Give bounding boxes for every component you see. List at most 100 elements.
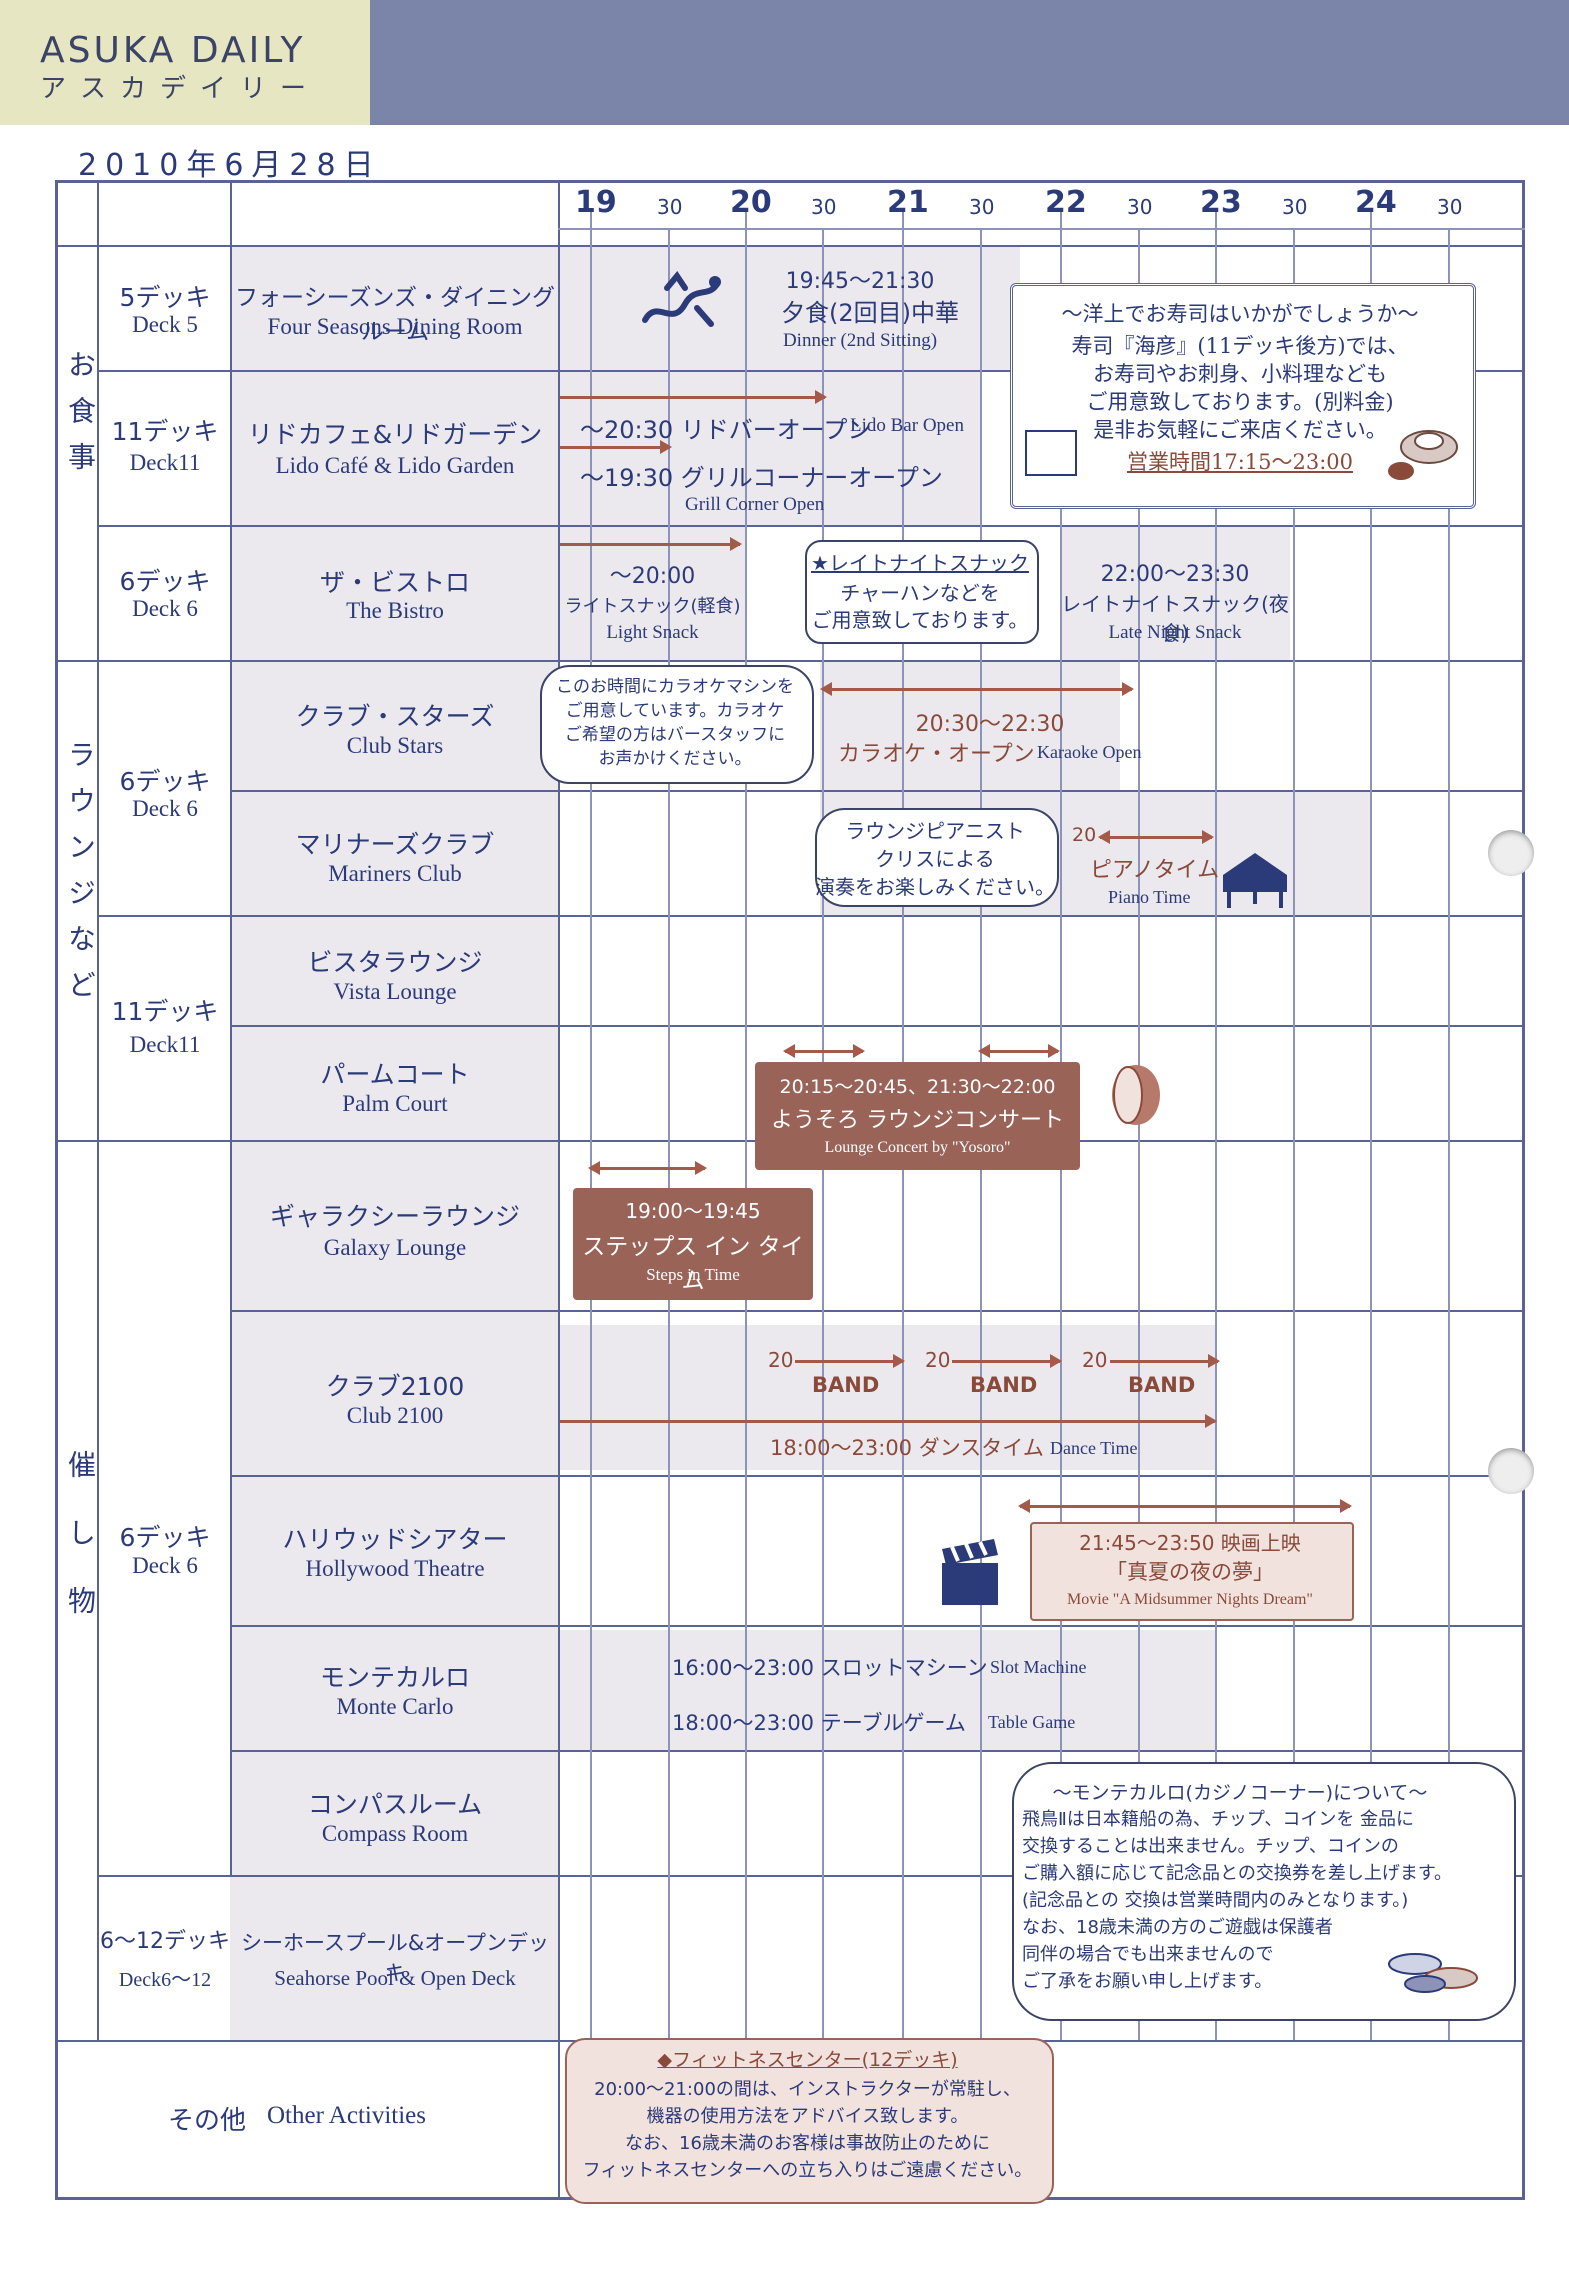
deck-label-en: Deck11 — [129, 1032, 201, 1057]
slot-title: 16:00〜23:00 スロットマシーン — [672, 1656, 988, 1680]
category-events: 催し物 — [64, 1450, 97, 1654]
karaoke-bubble-l1: このお時間にカラオケマシンを — [556, 677, 794, 697]
deck-label-en: Deck11 — [129, 450, 201, 475]
fitness-notice — [565, 2038, 1054, 2204]
page-date: 2010年6月28日 — [78, 148, 382, 183]
other-label-en: Other Activities — [267, 2102, 426, 2129]
venue-label: クラブ2100 — [325, 1372, 465, 1401]
table-game-title: 18:00〜23:00 テーブルゲーム — [672, 1711, 966, 1735]
light-snack-title: ライトスナック(軽食) — [564, 596, 741, 617]
movie-box — [1030, 1522, 1354, 1621]
half-label: 30 — [1127, 195, 1153, 219]
movie-en: Movie "A Midsummer Nights Dream" — [1067, 1591, 1313, 1608]
hour-label: 21 — [887, 185, 929, 220]
half-label: 30 — [811, 195, 837, 219]
deck-label-en: Deck 5 — [132, 312, 198, 337]
steps-en: Steps in Time — [646, 1265, 740, 1284]
venue-label: マリナーズクラブ — [295, 830, 495, 859]
late-snack-bubble-l1: ★レイトナイトスナック — [811, 551, 1029, 575]
grid-line — [97, 915, 1525, 917]
venue-label-en: Club 2100 — [346, 1403, 444, 1428]
venue-label: クラブ・スターズ — [295, 702, 495, 731]
steps-title: ステップス イン タイム — [582, 1234, 804, 1294]
venue-label-en: Four Seasons Dining Room — [267, 314, 523, 339]
half-label: 30 — [969, 195, 995, 219]
sushi-notice-hours: 営業時間17:15〜23:00 — [1126, 450, 1354, 474]
grid-line — [97, 370, 1525, 372]
grid-line — [230, 1310, 1525, 1312]
sushi-notice-l3: お寿司やお刺身、小料理なども — [1093, 362, 1387, 386]
late-snack-bubble-l2: チャーハンなどを — [840, 581, 1000, 605]
karaoke-title: カラオケ・オープン — [838, 742, 1035, 767]
dance-title: 18:00〜23:00 ダンスタイム — [770, 1436, 1044, 1460]
band-duration: 20 — [925, 1348, 951, 1372]
venue-label-en: Galaxy Lounge — [323, 1235, 467, 1260]
grid-line — [230, 180, 232, 1875]
lido-bar-en: Lido Bar Open — [850, 415, 964, 436]
pianist-bubble-l3: 演奏をお楽しみください。 — [815, 875, 1055, 899]
brand-title: ASUKA DAILY — [40, 30, 306, 71]
venue-column-bg — [230, 245, 560, 2040]
venue-label-en: Hollywood Theatre — [305, 1556, 485, 1581]
grill-title: 〜19:30 グリルコーナーオープン — [580, 464, 943, 492]
concert-arrow-2 — [978, 1044, 1060, 1058]
venue-label-en: Lido Café & Lido Garden — [275, 453, 515, 478]
hour-line — [1370, 210, 1372, 2040]
grid-line — [97, 1875, 1525, 1877]
grid-line — [230, 1025, 1525, 1027]
band-label: BAND — [970, 1373, 1038, 1397]
venue-label-en: Vista Lounge — [333, 979, 457, 1004]
hour-line — [745, 210, 747, 2040]
late-snack-en: Late Night Snack — [1108, 622, 1242, 643]
half-label: 30 — [1437, 195, 1463, 219]
hour-line — [590, 210, 592, 2040]
grid-line — [55, 245, 1525, 247]
late-snack-bubble-l3: ご用意致しております。 — [811, 608, 1029, 632]
deck-label: 11デッキ — [111, 417, 219, 446]
sushi-notice-l1: 〜洋上でお寿司はいかがでしょうか〜 — [1061, 302, 1419, 326]
dinner-en: Dinner (2nd Sitting) — [782, 330, 938, 351]
casino-notice-l1: 〜モンテカルロ(カジノコーナー)について〜 — [1052, 1782, 1428, 1804]
steps-box — [573, 1188, 813, 1300]
deck-label: 11デッキ — [111, 997, 219, 1026]
late-snack-shade — [1060, 525, 1290, 660]
karaoke-bubble — [540, 665, 814, 784]
other-label: その他 — [168, 2106, 247, 2136]
time-axis — [558, 228, 1525, 230]
deck-label-en: Deck6〜12 — [118, 1969, 212, 1991]
fitness-notice-l4: なお、16歳未満のお客様は事故防止のために — [625, 2133, 990, 2154]
casino-notice-l3: 交換することは出来ません。チップ、コインの — [1022, 1836, 1399, 1857]
fitness-notice-l3: 機器の使用方法をアドバイス致します。 — [646, 2106, 969, 2127]
karaoke-time: 20:30〜22:30 — [915, 712, 1065, 737]
dance-arrow — [560, 1414, 1217, 1428]
slot-en: Slot Machine — [990, 1657, 1087, 1677]
dinner-time: 19:45〜21:30 — [785, 269, 935, 294]
movie-arrow — [1018, 1499, 1352, 1513]
piano-duration: 20 — [1072, 824, 1097, 846]
category-meals: お食事 — [64, 350, 97, 488]
grid-line — [97, 525, 1525, 527]
category-lounges: ラウンジなど — [64, 740, 97, 1016]
table-game-en: Table Game — [988, 1712, 1076, 1732]
concert-arrow-1 — [783, 1044, 865, 1058]
lounge-concert-box — [755, 1062, 1080, 1170]
lounge-concert-title: ようそろ ラウンジコンサート — [771, 1108, 1064, 1133]
band-arrow — [952, 1354, 1062, 1368]
venue-label-en: Compass Room — [321, 1821, 469, 1846]
karaoke-en: Karaoke Open — [1037, 742, 1142, 762]
late-snack-time: 22:00〜23:30 — [1100, 562, 1250, 587]
deck-label-en: Deck 6 — [132, 796, 198, 821]
casino-notice-l2: 飛鳥Ⅱは日本籍船の為、チップ、コインを 金品に — [1022, 1809, 1415, 1830]
hour-label: 24 — [1355, 185, 1397, 220]
venue-label: フォーシーズンズ・ダイニングルーム — [235, 285, 555, 345]
venue-label-en: Monte Carlo — [336, 1694, 454, 1719]
drum-icon — [1108, 1060, 1163, 1130]
karaoke-bubble-l2: ご用意しています。カラオケ — [565, 701, 785, 721]
grid-line — [230, 1625, 1525, 1627]
hour-label: 20 — [730, 185, 772, 220]
grid-line — [97, 180, 99, 2040]
half-line — [1293, 230, 1295, 2040]
karaoke-shade — [820, 660, 1120, 790]
venue-label-en: Seahorse Pool & Open Deck — [274, 1966, 516, 1990]
grid-line — [230, 790, 1525, 792]
